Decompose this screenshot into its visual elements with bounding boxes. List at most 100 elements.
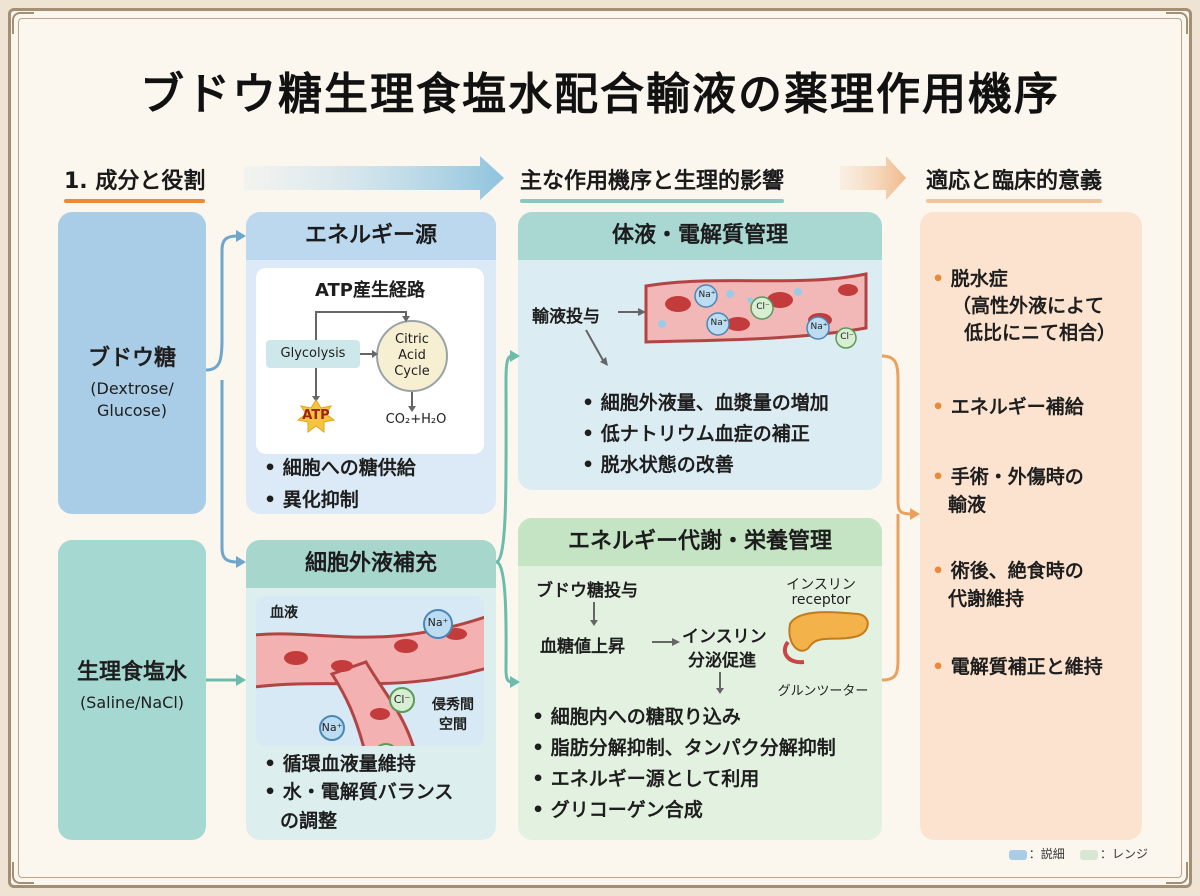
pancreas-icon [788,611,869,652]
bullet-item: 低ナトリウム血症の補正 [582,419,829,450]
column-heading-text: 1. 成分と役割 [64,169,206,194]
bullet-item: 脱水状態の改善 [582,450,829,481]
interstitial-label: 侵秀間 [432,697,474,713]
bullet-dot: • [932,466,945,488]
atp-star [296,399,336,433]
metabolism-box: エネルギー代謝・栄養管理 ブドウ糖投与 血糖値上昇 インスリン 分泌促進 インス… [518,518,882,840]
column-heading-mechanism: 主な作用機序と生理的影響 [520,163,785,203]
legend-label: ：レンジ [1099,847,1148,861]
atp-label: ATP [302,408,330,423]
legend-swatch [1079,849,1098,860]
connector-dextrose-ecf [220,380,239,564]
cl-ion: Cl⁻ [756,302,770,312]
metabolism-arrows [590,602,869,694]
connector-ecf-fluid [495,354,513,564]
column-heading-indications: 適応と臨床的意義 [926,163,1103,203]
citric-acid-cycle: Citric Acid Cycle [376,320,448,392]
energy-source-box: エネルギー源 ATP産生経路 Glycolysis Citric Acid Cy… [246,212,496,514]
fluid-bullets: 細胞外液量、血漿量の増加 低ナトリウム血症の補正 脱水状態の改善 [582,388,829,481]
ingredient-subtitle: (Dextrose/ [90,379,174,398]
ingredient-name: 生理食塩水 [76,660,187,685]
ecf-supplement-box: 細胞外液補充 血液 Na⁺ Cl⁻ Na⁺ 侵秀間 空間 循環血液量維持 水・電… [246,540,496,840]
legend-swatch [1008,849,1027,860]
ingredient-name: ブドウ糖 [87,346,176,371]
column-arrow [840,156,906,200]
indication-text: 代謝維持 [948,588,1025,610]
bullet-item: 循環血液量維持 [264,750,453,778]
cycle-label: Cycle [394,364,430,379]
indication-text: 術後、絶食時の [950,560,1084,582]
bullet-item: 水・電解質バランス [264,778,454,806]
legend: ：説細 ：レンジ [1008,845,1148,862]
na-ion: Na⁺ [698,290,716,300]
indication-text: 低比にニて相合） [964,322,1117,344]
column-heading-text: 適応と臨床的意義 [926,169,1103,194]
frame-corner [12,12,34,34]
bullet-item: 細胞への糖供給 [264,452,416,484]
cycle-label: Citric [395,332,429,347]
column-heading-components: 1. 成分と役割 [64,163,206,203]
box-header: 体液・電解質管理 [518,212,882,260]
bullet-item: 細胞内への糖取り込み [532,702,836,733]
ingredient-dextrose: ブドウ糖 (Dextrose/ Glucose) [58,212,206,514]
heading-underline [64,199,206,203]
frame-corner [12,862,34,884]
bullet-dot: • [932,396,945,418]
heading-underline [520,199,785,203]
fluid-management-box: 体液・電解質管理 輸液投与 Na⁺ Na⁺ Cl⁻ Na⁺ Cl⁻ 細胞外液量、… [518,212,882,490]
na-ion: Na⁺ [810,322,828,332]
connector-indications [881,354,913,682]
indications-box [920,212,1142,840]
column-heading-text: 主な作用機序と生理的影響 [520,169,785,194]
receptor-label: インスリン [786,577,856,593]
bullet-item: グリコーゲン合成 [532,795,836,826]
ingredient-subtitle: Glucose) [97,401,167,420]
indication-item: • 手術・外傷時の [932,464,1084,491]
bullet-item: 脂肪分解抑制、タンパク分解抑制 [532,733,836,764]
indication-text: 輸液 [948,494,987,516]
page-title: ブドウ糖生理食塩水配合輸液の薬理作用機序 [140,69,1060,120]
insulin-label: 分泌促進 [688,651,756,671]
bullet-dot: • [932,656,945,678]
transporter-label: グルンツーター [777,684,869,699]
legend-label: ：説細 [1028,847,1065,861]
indication-item: • 脱水症 [932,266,1008,293]
indication-text: 電解質補正と維持 [950,656,1103,678]
indication-item: • 電解質補正と維持 [932,654,1103,681]
glycolysis-label: Glycolysis [266,340,360,368]
box-header: 細胞外液補充 [246,540,496,588]
bullet-item: 異化抑制 [264,484,416,516]
heading-underline [926,199,1103,203]
column-arrow [244,156,504,200]
indication-text: エネルギー補給 [950,396,1084,418]
pathway-title: ATP産生経路 [314,280,425,301]
frame-corner [1166,12,1188,34]
na-ion: Na⁺ [710,318,728,328]
co2-h2o-label: CO₂+H₂O [385,412,447,427]
atp-pathway-panel: ATP産生経路 Glycolysis Citric Acid Cycle ATP… [256,268,484,454]
receptor-label: receptor [791,592,851,608]
bullet-item: エネルギー源として利用 [532,764,836,795]
bullet-item: 細胞外液量、血漿量の増加 [582,388,829,419]
indication-text: 手術・外傷時の [950,466,1084,488]
na-ion: Na⁺ [427,616,449,629]
indication-text: 脱水症 [950,268,1008,290]
inner-frame [18,18,1182,878]
glucose-admin-label: ブドウ糖投与 [536,581,638,601]
fluid-vessel [585,272,868,366]
cl-ion: Cl⁻ [840,332,854,342]
indication-item: • 術後、絶食時の [932,558,1084,585]
bullet-dot: • [932,560,945,582]
cl-ion: Cl⁻ [393,693,411,706]
interstitial-label: 空間 [439,717,467,733]
indication-text: （高性外液によて [952,295,1105,317]
bullet-dot: • [932,268,945,290]
ingredient-saline: 生理食塩水 (Saline/NaCl) [58,540,206,840]
glucose-rise-label: 血糖値上昇 [540,637,625,657]
na-ion: Na⁺ [321,721,343,734]
box-header: エネルギー代謝・栄養管理 [518,518,882,566]
connector-ecf-metabolism [495,560,513,684]
blood-vessel-panel: 血液 Na⁺ Cl⁻ Na⁺ 侵秀間 空間 [256,596,484,746]
energy-bullets: 細胞への糖供給 異化抑制 [264,452,416,516]
